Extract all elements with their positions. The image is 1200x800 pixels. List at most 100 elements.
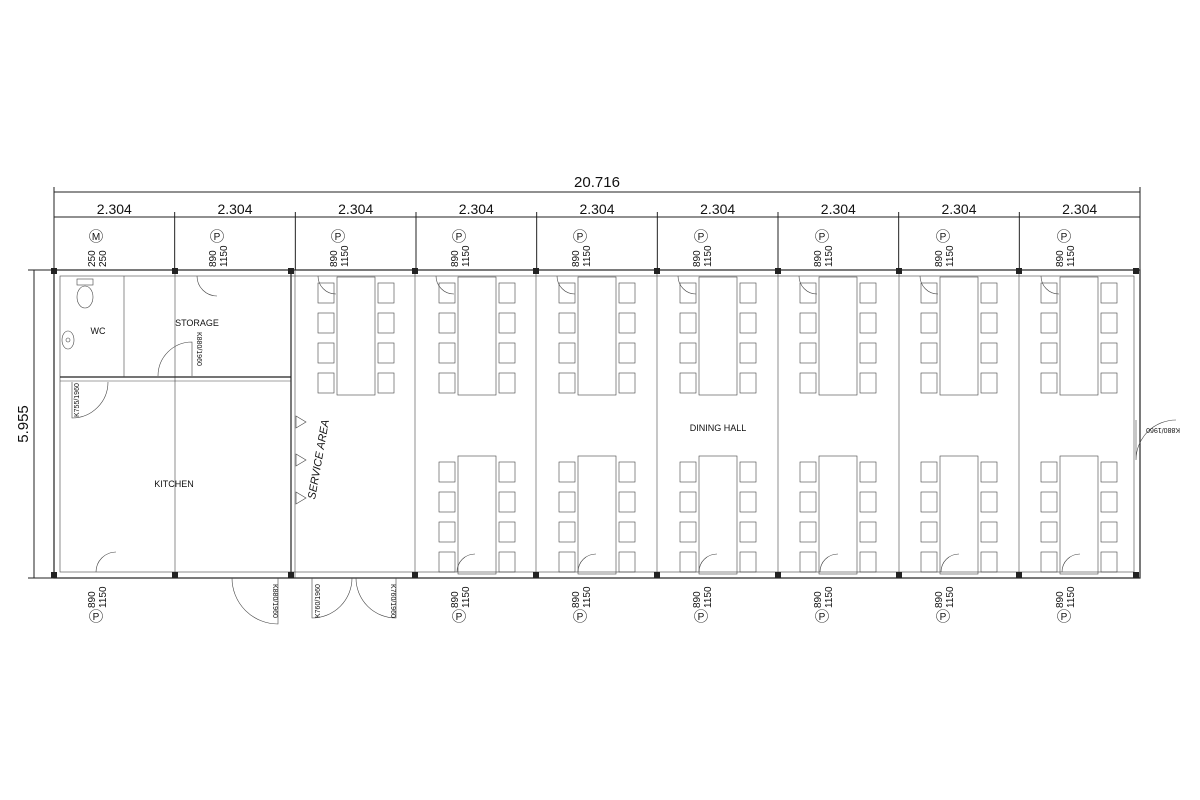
chair-icon	[438, 551, 456, 573]
chair-icon	[920, 342, 938, 364]
window-symbol-icon	[936, 229, 950, 243]
room-label-wc: WC	[91, 326, 106, 336]
chair-icon	[558, 521, 576, 543]
chair-icon	[438, 342, 456, 364]
chair-icon	[1040, 521, 1058, 543]
module-dimension-label: 2.304	[1062, 201, 1097, 217]
chair-icon	[1100, 521, 1118, 543]
chair-icon	[859, 551, 877, 573]
window-symbol: M	[92, 232, 100, 243]
chair-icon	[438, 372, 456, 394]
chair-icon	[920, 312, 938, 334]
window-symbol-icon	[1057, 609, 1071, 623]
chair-icon	[920, 521, 938, 543]
chair-icon	[498, 521, 516, 543]
dining-table	[1059, 276, 1099, 396]
chair-icon	[1040, 461, 1058, 483]
window-swing	[677, 275, 697, 295]
post-icon	[172, 268, 178, 274]
chair-icon	[438, 521, 456, 543]
window-sill: 890	[450, 591, 461, 608]
chair-icon	[799, 491, 817, 513]
window-symbol-icon	[815, 609, 829, 623]
chair-icon	[980, 372, 998, 394]
window-swing	[819, 553, 839, 573]
window-symbol-icon	[573, 609, 587, 623]
window-symbol: P	[1061, 612, 1068, 623]
window-swing	[317, 275, 337, 295]
window-sill: 890	[87, 591, 98, 608]
chair-icon	[799, 312, 817, 334]
post-icon	[1016, 572, 1022, 578]
window-sill: 890	[450, 250, 461, 267]
dining-table	[577, 455, 617, 575]
chair-icon	[1100, 312, 1118, 334]
chair-icon	[377, 372, 395, 394]
chair-icon	[799, 551, 817, 573]
post-icon	[896, 572, 902, 578]
window-swing	[577, 553, 597, 573]
door-tag-service-left: K760/1960	[315, 584, 322, 618]
chair-icon	[1100, 282, 1118, 304]
chair-icon	[920, 372, 938, 394]
window-symbol: P	[698, 232, 705, 243]
window-swing	[435, 275, 455, 295]
chair-icon	[859, 312, 877, 334]
window-swing	[1061, 553, 1081, 573]
chair-icon	[1100, 372, 1118, 394]
window-symbol-icon	[573, 229, 587, 243]
chair-icon	[859, 461, 877, 483]
window-sill: 890	[1055, 250, 1066, 267]
chair-icon	[679, 372, 697, 394]
window-sill: 890	[692, 250, 703, 267]
toilet-icon	[76, 278, 94, 309]
chair-icon	[920, 461, 938, 483]
window-symbol-icon	[452, 609, 466, 623]
chair-icon	[1040, 312, 1058, 334]
overall-width-label: 20.716	[574, 174, 620, 191]
window-symbol-icon	[694, 609, 708, 623]
chair-icon	[558, 551, 576, 573]
chair-icon	[558, 491, 576, 513]
window-swing	[456, 553, 476, 573]
window-symbol: P	[698, 612, 705, 623]
chair-icon	[498, 342, 516, 364]
doors: K755/1960 K880/1960 K880/1960 K760/1960 …	[71, 275, 1180, 625]
chair-icon	[980, 461, 998, 483]
chair-icon	[317, 342, 335, 364]
window-swing	[556, 275, 576, 295]
chair-icon	[377, 282, 395, 304]
chair-icon	[679, 342, 697, 364]
chair-icon	[980, 521, 998, 543]
post-icon	[51, 268, 57, 274]
dining-table	[1059, 455, 1099, 575]
chair-icon	[317, 282, 335, 304]
chair-icon	[618, 372, 636, 394]
door-tag-kitchen-exit: K880/1960	[271, 584, 278, 618]
chair-icon	[679, 491, 697, 513]
module-dimension-label: 2.304	[459, 201, 494, 217]
dining-table	[698, 455, 738, 575]
room-label-dining-hall: DINING HALL	[690, 423, 747, 433]
chair-icon	[498, 282, 516, 304]
window-height: 1150	[461, 245, 472, 267]
chair-icon	[498, 372, 516, 394]
chair-icon	[618, 461, 636, 483]
module-dimension-label: 2.304	[338, 201, 373, 217]
chair-icon	[859, 491, 877, 513]
window-swings	[317, 275, 1081, 573]
window-symbol: P	[819, 232, 826, 243]
window-symbol: P	[577, 232, 584, 243]
dining-table	[939, 455, 979, 575]
building-walls	[53, 269, 1141, 579]
chair-icon	[980, 491, 998, 513]
window-sill: 890	[208, 250, 219, 267]
chair-icon	[739, 461, 757, 483]
